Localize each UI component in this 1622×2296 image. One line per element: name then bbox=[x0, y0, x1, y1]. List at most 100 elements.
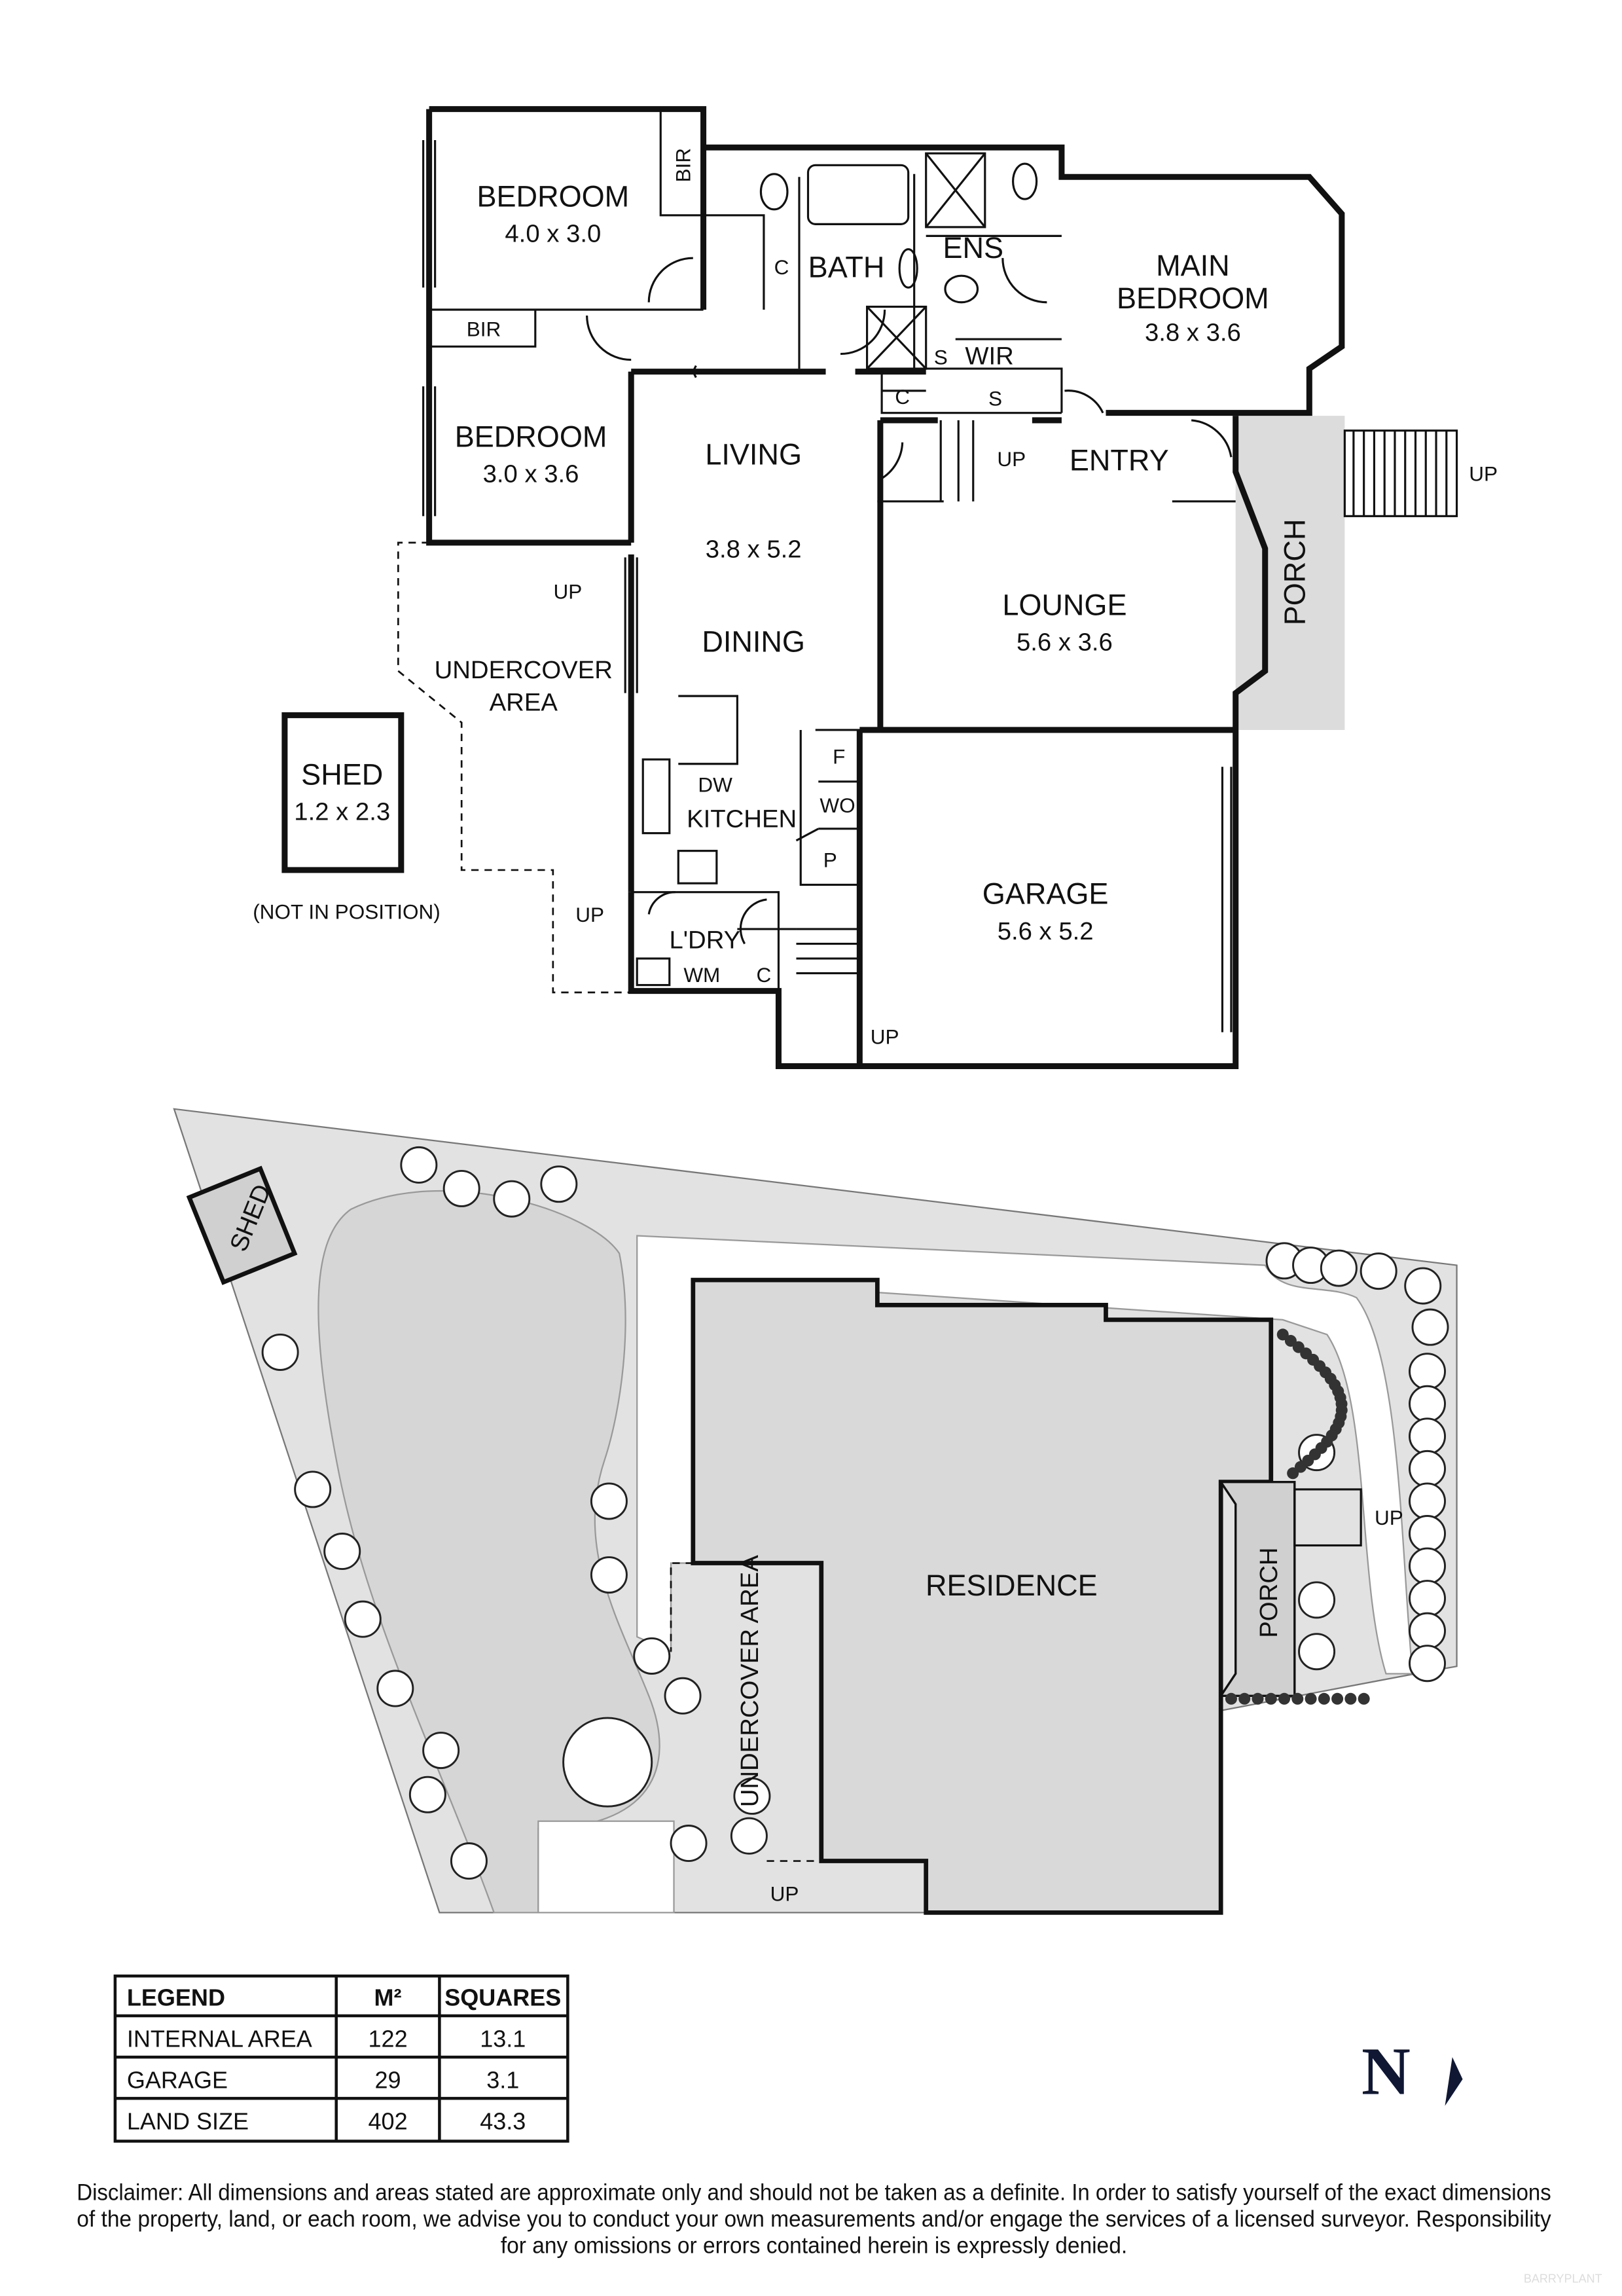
legend-row-label: GARAGE bbox=[127, 2066, 228, 2093]
legend-table: LEGEND M² SQUARES INTERNAL AREA 122 13.1… bbox=[113, 1974, 569, 2143]
shed-outline bbox=[281, 712, 405, 873]
tree-icon bbox=[294, 1470, 332, 1508]
tree-icon bbox=[1320, 1249, 1358, 1287]
site-shed bbox=[186, 1165, 298, 1285]
room-size: 5.6 x 3.6 bbox=[1017, 628, 1113, 656]
basin bbox=[944, 274, 979, 304]
room-size: 4.0 x 3.0 bbox=[505, 219, 601, 247]
tree-icon bbox=[1298, 1581, 1336, 1619]
porch-label: PORCH bbox=[1278, 519, 1312, 626]
up-label: UP bbox=[1469, 462, 1498, 485]
legend-header: M² bbox=[374, 1984, 402, 2011]
room-size: 3.0 x 3.6 bbox=[483, 460, 579, 488]
trough bbox=[636, 957, 671, 987]
bath-label: BATH bbox=[808, 250, 885, 283]
room-label-bedroom: BEDROOM bbox=[1117, 282, 1269, 315]
tree-icon bbox=[1409, 1353, 1446, 1391]
tree-icon bbox=[1409, 1645, 1446, 1683]
toilet bbox=[1012, 162, 1038, 200]
tree-icon bbox=[408, 1776, 446, 1813]
cooktop bbox=[677, 850, 718, 884]
tree-icon bbox=[493, 1180, 531, 1218]
room-label-lounge: LOUNGE bbox=[1002, 588, 1126, 621]
site-stairs bbox=[1293, 1488, 1362, 1547]
wo-label: WO bbox=[820, 793, 855, 817]
legend-header: SQUARES bbox=[444, 1984, 561, 2011]
porch-stairs bbox=[1343, 429, 1458, 517]
room-size: 5.6 x 5.2 bbox=[998, 917, 1094, 945]
wet-area-walls bbox=[703, 144, 1345, 416]
disclaimer-line: Disclaimer: All dimensions and areas sta… bbox=[77, 2180, 1551, 2206]
legend-row-m2: 122 bbox=[369, 2025, 408, 2052]
interior-walls bbox=[429, 109, 1236, 991]
c-label: C bbox=[757, 963, 772, 987]
room-size: 3.8 x 3.6 bbox=[1145, 318, 1241, 346]
floor-plan: BEDROOM 4.0 x 3.0 BEDROOM 3.0 x 3.6 MAIN… bbox=[253, 106, 1498, 1069]
bir-label: BIR bbox=[671, 148, 694, 183]
undercover-label: UNDERCOVER bbox=[435, 656, 613, 684]
tree-icon bbox=[1411, 1308, 1449, 1346]
legend-row-m2: 29 bbox=[375, 2066, 401, 2093]
tree-icon bbox=[590, 1482, 628, 1520]
tree-icon bbox=[664, 1677, 702, 1715]
tree-icon bbox=[590, 1556, 628, 1594]
site-undercover-label: UNDERCOVER AREA bbox=[736, 1555, 764, 1807]
shrub-icon bbox=[1278, 1692, 1291, 1705]
tree-icon bbox=[633, 1637, 671, 1675]
legend-row-squares: 3.1 bbox=[486, 2066, 519, 2093]
tree-icon bbox=[540, 1165, 578, 1203]
legend-row-label: LAND SIZE bbox=[127, 2107, 249, 2134]
shed-size: 1.2 x 2.3 bbox=[294, 797, 390, 826]
room-label-dining: DINING bbox=[702, 625, 805, 659]
shrub-icon bbox=[1331, 1692, 1344, 1705]
porch-outline bbox=[1219, 1480, 1296, 1697]
legend-row-squares: 43.3 bbox=[480, 2107, 526, 2134]
wm-label: WM bbox=[683, 963, 720, 987]
lounge-walls bbox=[628, 416, 1269, 1069]
tree-icon bbox=[1409, 1482, 1446, 1520]
room-label-garage: GARAGE bbox=[982, 877, 1109, 911]
tree-icon bbox=[442, 1169, 480, 1207]
north-label: N bbox=[1361, 2034, 1411, 2109]
area-label: AREA bbox=[490, 689, 558, 717]
tree-icon bbox=[730, 1817, 768, 1855]
shrub-icon bbox=[1305, 1692, 1317, 1705]
room-label-bedroom: BEDROOM bbox=[477, 179, 629, 213]
room-size: 3.8 x 5.2 bbox=[706, 535, 802, 563]
shrub-icon bbox=[1276, 1328, 1289, 1341]
tree-icon bbox=[376, 1669, 414, 1707]
legend-row-m2: 402 bbox=[369, 2107, 408, 2134]
shrub-icon bbox=[1252, 1692, 1264, 1705]
legend-header: LEGEND bbox=[127, 1984, 225, 2011]
disclaimer: Disclaimer: All dimensions and areas sta… bbox=[77, 2180, 1602, 2286]
shower bbox=[925, 152, 986, 228]
tree-icon bbox=[1409, 1547, 1446, 1585]
c-label: C bbox=[895, 385, 910, 409]
tree-icon bbox=[1409, 1385, 1446, 1423]
shrub-icon bbox=[1358, 1692, 1370, 1705]
tree-icon bbox=[261, 1333, 299, 1371]
up-label: UP bbox=[553, 579, 582, 603]
legend-row-label: INTERNAL AREA bbox=[127, 2025, 312, 2052]
legend-row-squares: 13.1 bbox=[480, 2025, 526, 2052]
shrub-icon bbox=[1344, 1692, 1357, 1705]
up-label: UP bbox=[575, 903, 604, 926]
shrub-icon bbox=[1265, 1692, 1277, 1705]
tree-icon bbox=[400, 1146, 438, 1184]
shed-label: SHED bbox=[301, 757, 383, 791]
laundry-label: L'DRY bbox=[669, 926, 740, 954]
tree-icon bbox=[1409, 1449, 1446, 1487]
residence-label: RESIDENCE bbox=[926, 1569, 1098, 1602]
tree-icon bbox=[1404, 1267, 1442, 1305]
tree-icon bbox=[670, 1825, 708, 1863]
room-label-main: MAIN bbox=[1156, 249, 1230, 282]
s-label: S bbox=[934, 345, 948, 369]
f-label: F bbox=[833, 745, 845, 769]
room-label-living: LIVING bbox=[705, 438, 802, 471]
room-label-bedroom: BEDROOM bbox=[455, 420, 607, 453]
up-label: UP bbox=[770, 1882, 799, 1905]
tree-icon bbox=[1409, 1515, 1446, 1552]
residence-outline bbox=[691, 1277, 1274, 1915]
north-arrow-icon bbox=[1445, 2057, 1463, 2106]
entry-label: ENTRY bbox=[1070, 444, 1169, 477]
